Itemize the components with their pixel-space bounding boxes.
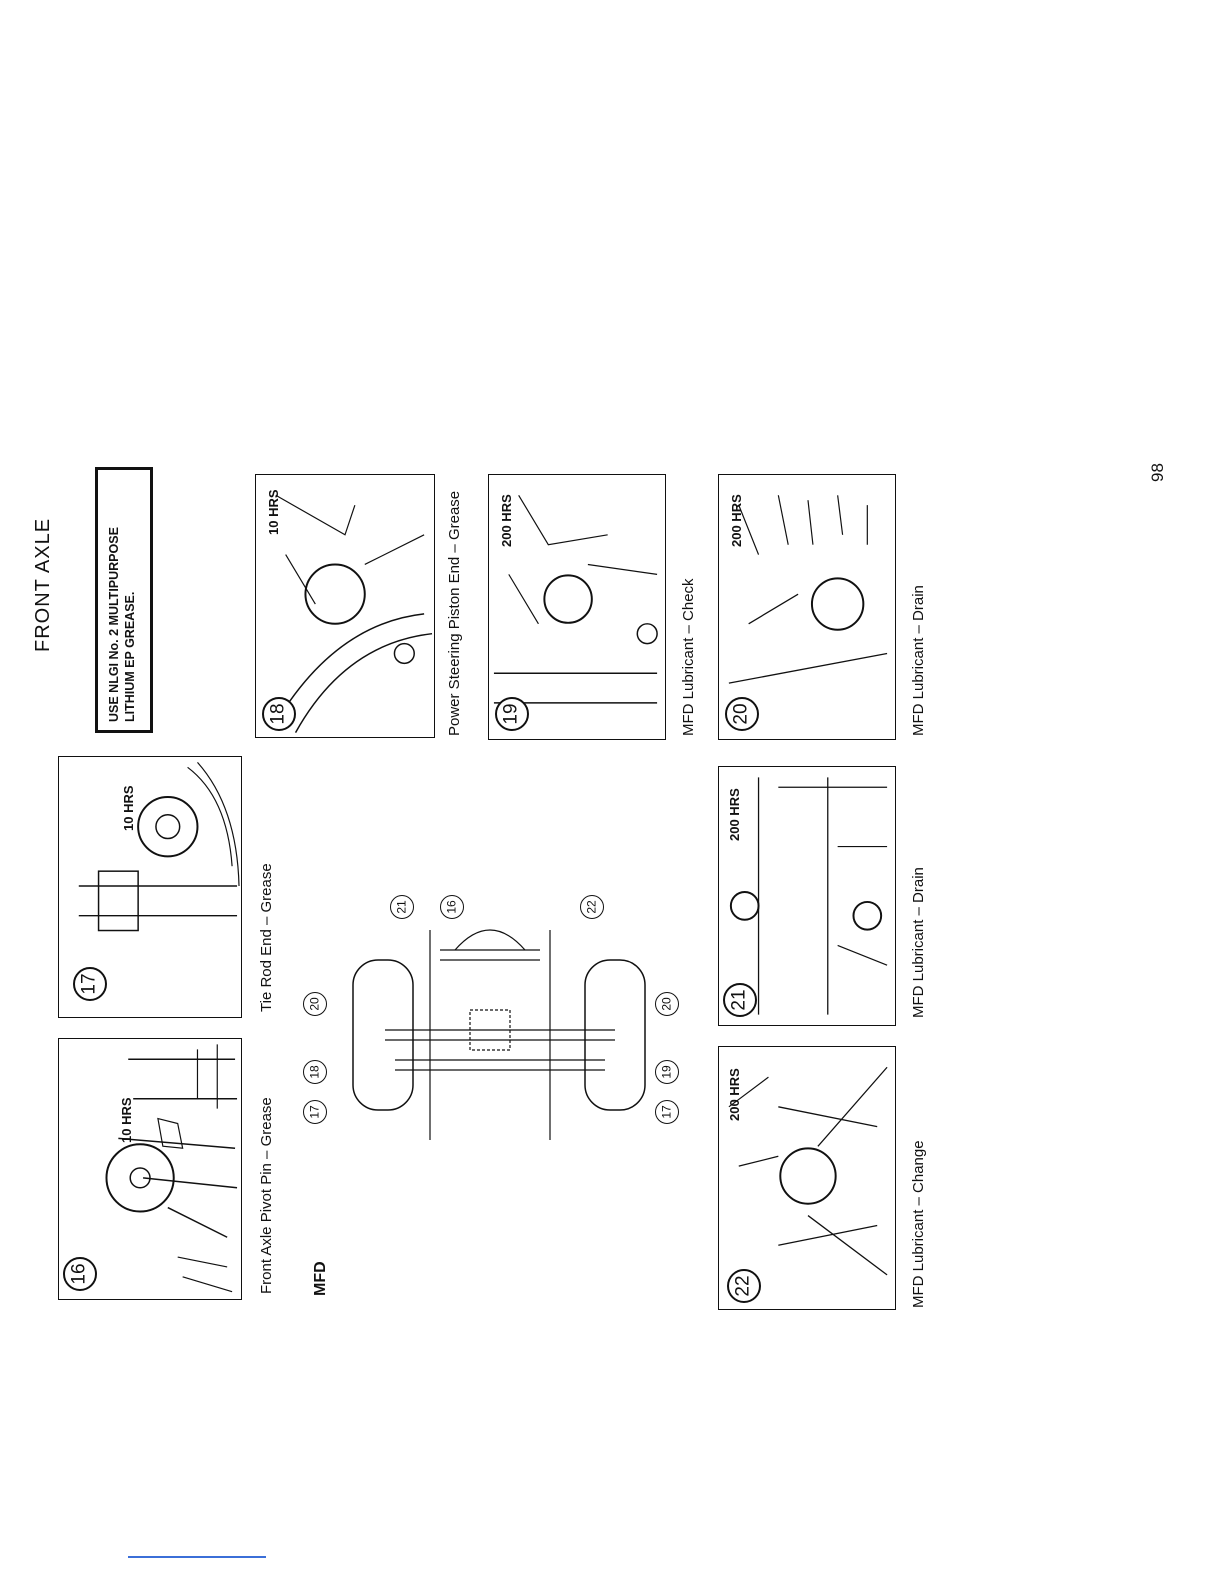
grease-notice-box: USE NLGI No. 2 MULTIPURPOSE LITHIUM EP G… <box>95 467 153 733</box>
footer-rule <box>128 1556 266 1558</box>
panel-18: 18 10 HRS <box>255 474 435 738</box>
diagram-callout: 22 <box>580 895 604 919</box>
section-label-mfd: MFD <box>312 1261 329 1296</box>
caption-16: Front Axle Pivot Pin – Grease <box>258 1097 275 1294</box>
caption-19: Power Steering Piston End – Grease <box>446 490 463 736</box>
grease-notice-text: USE NLGI No. 2 MULTIPURPOSE LITHIUM EP G… <box>107 527 137 722</box>
interval-label: 10 HRS <box>266 489 281 535</box>
panel-number-badge: 18 <box>262 697 296 731</box>
mfd-axle-diagram: 21 16 22 20 20 18 17 19 17 <box>303 890 679 1150</box>
panel-number-badge: 20 <box>725 697 759 731</box>
steering-pivot-illustration <box>275 494 433 733</box>
panel-number-badge: 17 <box>73 967 107 1001</box>
diagram-callout: 17 <box>303 1100 327 1124</box>
caption-22: MFD Lubricant – Change <box>910 1140 927 1308</box>
caption-21: MFD Lubricant – Drain <box>910 867 927 1018</box>
axle-outline-illustration <box>352 929 646 1140</box>
mfd-drain-illustration <box>728 495 888 684</box>
panel-16-pivot-pin: 16 10 HRS <box>58 1038 242 1300</box>
panel-number-badge: 19 <box>495 697 529 731</box>
tie-rod-illustration <box>78 761 240 932</box>
panel-20: 20 200 HRS <box>718 474 896 740</box>
caption-20: MFD Lubricant – Drain <box>910 585 927 736</box>
page-title: FRONT AXLE <box>32 517 54 652</box>
mfd-change-illustration <box>728 1066 888 1276</box>
diagram-callout: 19 <box>655 1060 679 1084</box>
interval-label: 200 HRS <box>727 788 742 841</box>
diagram-callout: 17 <box>655 1100 679 1124</box>
diagram-callout: 18 <box>303 1060 327 1084</box>
panel-22: 22 200 HRS <box>718 1046 896 1310</box>
caption-17: Tie Rod End – Grease <box>258 863 275 1012</box>
diagram-callout: 16 <box>440 895 464 919</box>
interval-label: 200 HRS <box>727 1068 742 1121</box>
panel-number-badge: 21 <box>723 983 757 1017</box>
panel-21: 21 200 HRS <box>718 766 896 1026</box>
panel-19-power-steering: 19 200 HRS <box>488 474 666 740</box>
caption-20-check: MFD Lubricant – Check <box>680 578 697 736</box>
diagram-callout: 20 <box>303 992 327 1016</box>
page-number: 98 <box>1148 463 1167 482</box>
panel-number-badge: 22 <box>727 1269 761 1303</box>
power-steering-illustration <box>493 494 658 704</box>
mfd-drain-plug-illustration <box>729 777 888 1015</box>
pivot-pin-illustration <box>105 1044 238 1293</box>
interval-label: 200 HRS <box>729 494 744 547</box>
interval-label: 10 HRS <box>119 1097 134 1143</box>
panel-number-badge: 16 <box>63 1257 97 1291</box>
panel-17-tie-rod: 17 10 HRS <box>58 756 242 1018</box>
diagram-callout: 21 <box>390 895 414 919</box>
diagram-callout: 20 <box>655 992 679 1016</box>
interval-label: 10 HRS <box>121 785 136 831</box>
interval-label: 200 HRS <box>499 494 514 547</box>
